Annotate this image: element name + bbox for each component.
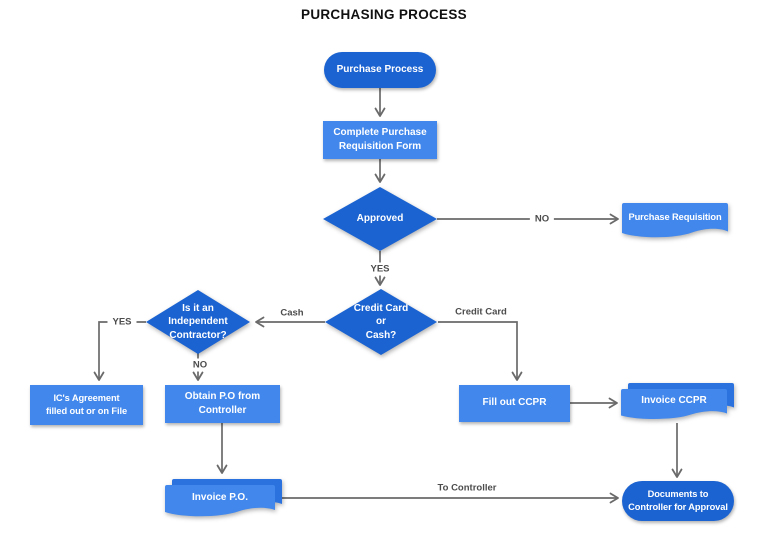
node-decision-credit-or-cash: Credit Card or Cash? bbox=[325, 289, 437, 355]
node-label: Invoice P.O. bbox=[192, 491, 248, 503]
diamond-shape: Is it an Independent Contractor? bbox=[146, 290, 250, 354]
node-label: Complete Purchase Requisition Form bbox=[333, 126, 427, 153]
node-label: IC's Agreement filled out or on File bbox=[45, 392, 128, 416]
edge-label-contractor-yes: YES bbox=[107, 315, 137, 329]
edge-label-credit-card: Credit Card bbox=[455, 306, 507, 318]
node-label: Purchase Process bbox=[336, 63, 424, 75]
node-label: Purchase Requisition bbox=[628, 211, 722, 222]
node-decision-approved: Approved bbox=[323, 187, 437, 251]
node-label: Fill out CCPR bbox=[482, 397, 547, 409]
node-fill-out-ccpr: Fill out CCPR bbox=[459, 385, 570, 422]
edge-label-cash: Cash bbox=[280, 307, 304, 319]
node-invoice-ccpr-document: Invoice CCPR bbox=[621, 383, 734, 423]
edge-label-yes: YES bbox=[365, 262, 395, 276]
edge-label-to-controller: To Controller bbox=[437, 482, 497, 494]
document-shape bbox=[621, 383, 734, 419]
edge-label-no: NO bbox=[529, 212, 555, 226]
document-shape bbox=[622, 203, 728, 238]
document-shape bbox=[165, 479, 282, 517]
diamond-shape: Approved bbox=[323, 187, 437, 251]
node-label: Obtain P.O from Controller bbox=[184, 390, 261, 417]
node-ics-agreement: IC's Agreement filled out or on File bbox=[30, 385, 143, 425]
node-decision-independent-contractor: Is it an Independent Contractor? bbox=[146, 290, 250, 354]
page-title: PURCHASING PROCESS bbox=[301, 7, 467, 22]
node-documents-to-controller: Documents to Controller for Approval bbox=[622, 481, 734, 521]
node-purchase-process: Purchase Process bbox=[324, 52, 436, 88]
node-label: Documents to Controller for Approval bbox=[628, 488, 728, 512]
node-label: Is it an Independent Contractor? bbox=[168, 302, 228, 341]
node-complete-requisition-form: Complete Purchase Requisition Form bbox=[323, 121, 437, 159]
edge-label-contractor-no: NO bbox=[187, 358, 213, 372]
node-label: Approved bbox=[356, 212, 404, 224]
diamond-shape: Credit Card or Cash? bbox=[325, 289, 437, 355]
node-purchase-requisition-document: Purchase Requisition bbox=[622, 203, 728, 241]
node-label: Invoice CCPR bbox=[641, 395, 707, 407]
node-label: Credit Card or Cash? bbox=[353, 302, 409, 341]
node-obtain-po: Obtain P.O from Controller bbox=[165, 385, 280, 423]
edge-contractor-yes bbox=[93, 321, 146, 381]
edge-credit-card bbox=[438, 321, 523, 381]
node-invoice-po-document: Invoice P.O. bbox=[165, 479, 282, 520]
